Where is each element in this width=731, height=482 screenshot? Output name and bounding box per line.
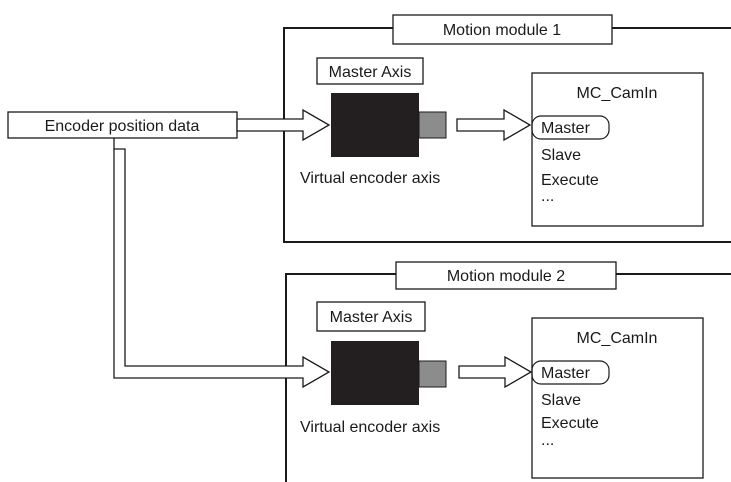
module-2-title-box bbox=[395, 261, 617, 290]
master-axis-box-2 bbox=[316, 301, 426, 332]
arrow-source-to-encoder-2 bbox=[113, 138, 331, 389]
fb-2-input-master: Master bbox=[541, 365, 591, 382]
fb-1-name: MC_CamIn bbox=[577, 85, 658, 102]
module-1-title: Motion module 1 bbox=[443, 22, 561, 39]
module-1-frame bbox=[283, 27, 731, 243]
fb-1-input-slave: Slave bbox=[541, 147, 581, 164]
encoder-caption-1: Virtual encoder axis bbox=[300, 170, 440, 187]
motion-module-2: Motion module 2 Master Axis Virtual enco… bbox=[285, 261, 731, 482]
fb-2-master-highlight bbox=[531, 360, 610, 385]
fb-1-box bbox=[531, 72, 704, 227]
module-2-frame bbox=[285, 273, 396, 482]
encoder-icon-1 bbox=[331, 93, 447, 157]
fb-2-input-slave: Slave bbox=[541, 392, 581, 409]
function-block-2: MC_CamIn Master Slave Execute ... bbox=[531, 317, 704, 479]
fb-2-name: MC_CamIn bbox=[577, 330, 658, 347]
encoder-data-source: Encoder position data bbox=[7, 108, 331, 389]
arrow-encoder-to-fb-2 bbox=[458, 355, 533, 389]
motion-module-1: Motion module 1 Master Axis Virtual enco… bbox=[283, 14, 731, 243]
function-block-1: MC_CamIn Master Slave Execute ... bbox=[531, 72, 704, 227]
master-axis-box-1 bbox=[316, 57, 424, 85]
fb-2-input-more: ... bbox=[541, 432, 554, 449]
arrow-source-to-encoder-1 bbox=[236, 108, 331, 142]
master-axis-label-1: Master Axis bbox=[329, 64, 412, 81]
fb-1-input-more: ... bbox=[541, 188, 554, 205]
encoder-caption-2: Virtual encoder axis bbox=[300, 419, 440, 436]
arrow-encoder-to-fb-1 bbox=[456, 108, 532, 142]
encoder-position-data-box bbox=[7, 111, 238, 139]
fb-2-input-execute: Execute bbox=[541, 415, 599, 432]
encoder-position-data-label: Encoder position data bbox=[45, 118, 200, 135]
master-axis-label-2: Master Axis bbox=[330, 309, 413, 326]
fb-1-input-execute: Execute bbox=[541, 172, 599, 189]
module-2-title: Motion module 2 bbox=[447, 268, 565, 285]
fb-1-master-highlight bbox=[531, 115, 610, 140]
module-1-title-box bbox=[392, 14, 613, 45]
encoder-icon-2 bbox=[331, 341, 447, 405]
fb-2-box bbox=[531, 317, 704, 479]
fb-1-input-master: Master bbox=[541, 120, 591, 137]
